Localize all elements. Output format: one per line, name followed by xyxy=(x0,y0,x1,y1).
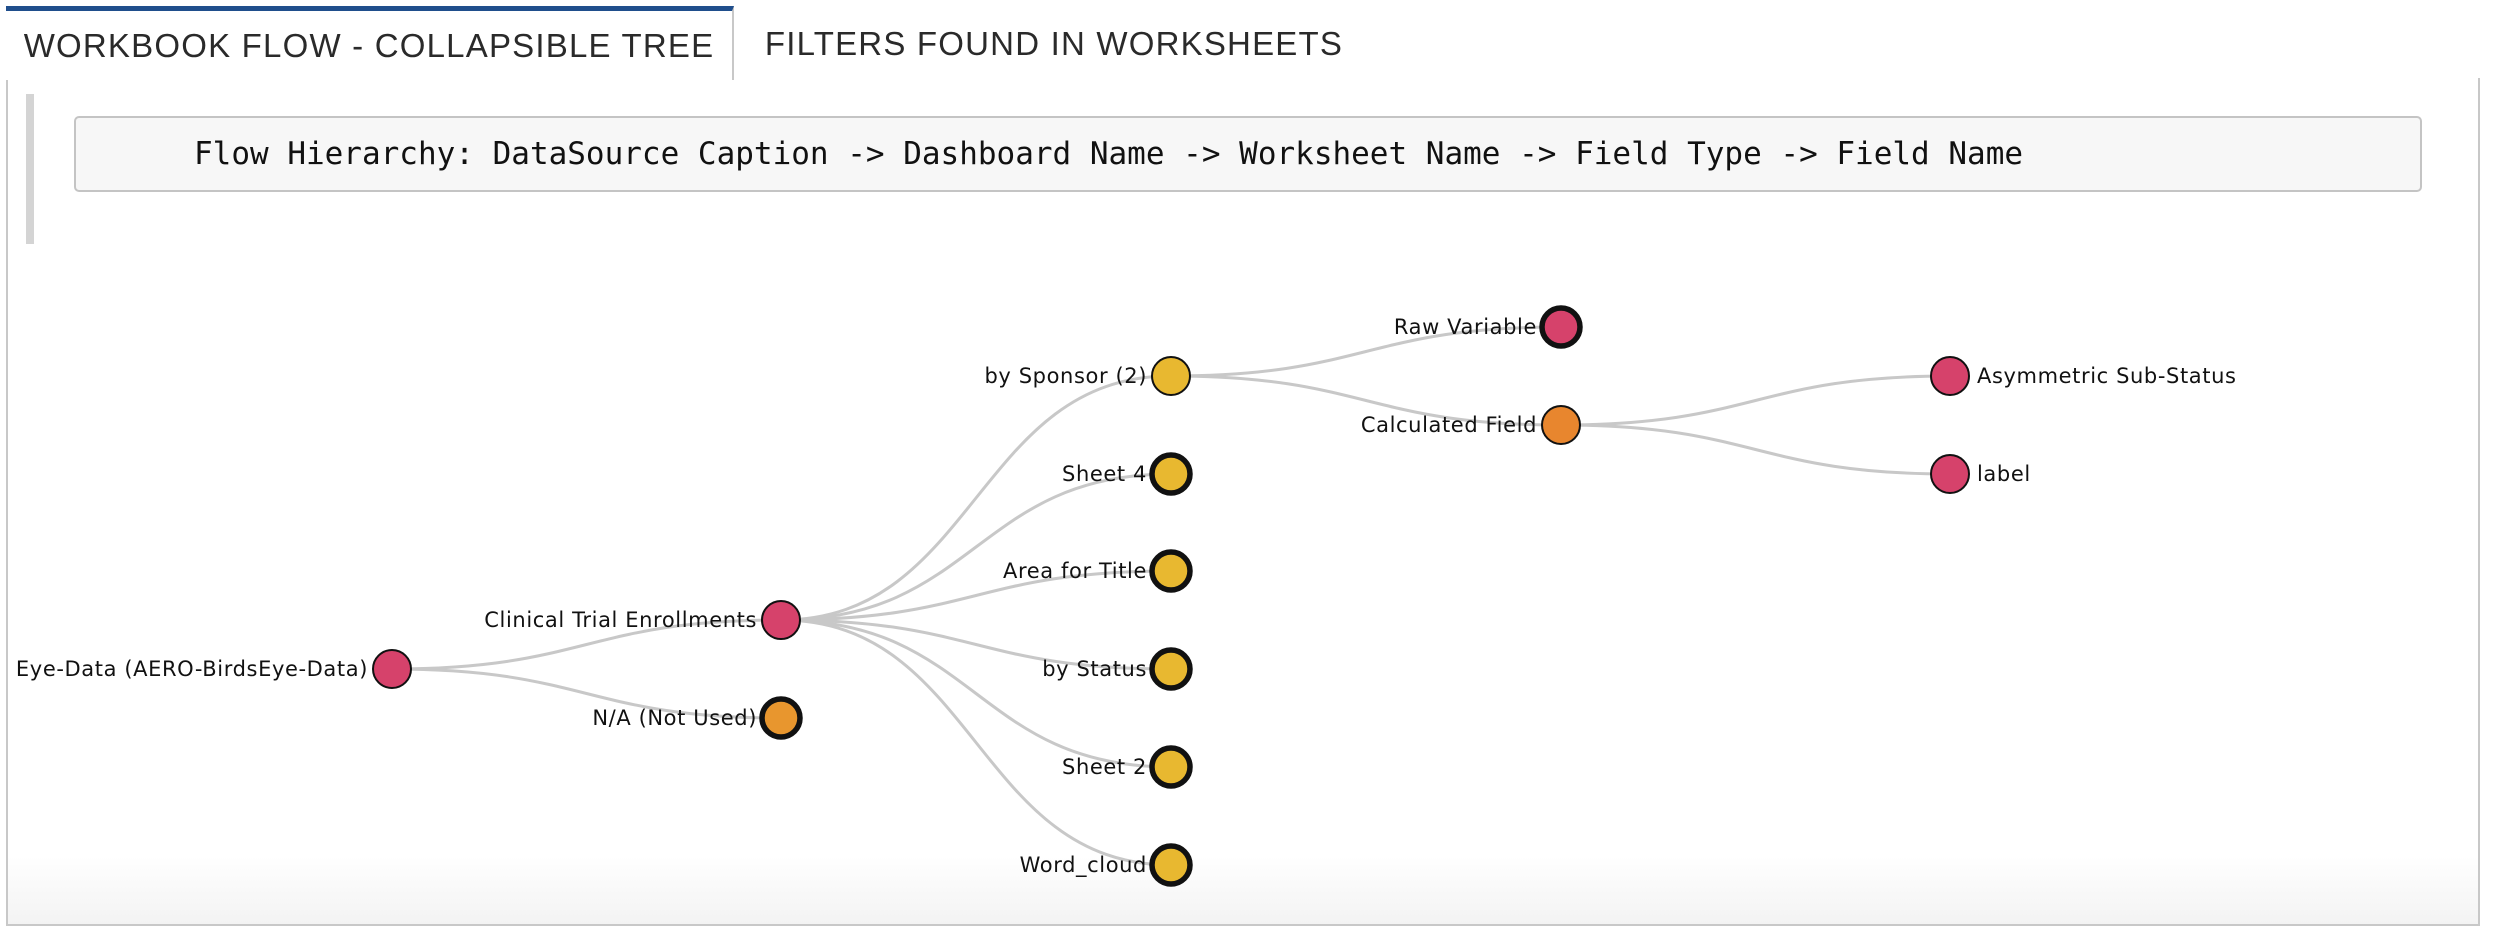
tree-node-label: Sheet 4 xyxy=(1062,462,1147,486)
tree-node-circle[interactable] xyxy=(1151,356,1191,396)
tree-node-circle[interactable] xyxy=(1149,843,1193,887)
tree-link-rawvar xyxy=(1170,325,1562,378)
tree-link-sheet2 xyxy=(780,618,1172,769)
tree-node-circle[interactable] xyxy=(1149,647,1193,691)
tree-node-wordcloud[interactable]: Word_cloud xyxy=(1020,843,1193,887)
tab-workbook-flow[interactable]: WORKBOOK FLOW - COLLAPSIBLE TREE xyxy=(6,6,734,80)
tree-node-label: Eye-Data (AERO-BirdsEye-Data) xyxy=(16,657,368,681)
tree-node-asym[interactable]: Asymmetric Sub-Status xyxy=(1930,356,2237,396)
tree-node-sheet2[interactable]: Sheet 2 xyxy=(1062,745,1193,789)
tree-node-circle[interactable] xyxy=(1930,454,1970,494)
tree-link-calc xyxy=(1170,374,1562,427)
tree-node-circle[interactable] xyxy=(1539,305,1583,349)
flow-hierarchy-text: Flow Hierarchy: DataSource Caption -> Da… xyxy=(74,116,2422,192)
tree-node-label: Asymmetric Sub-Status xyxy=(1977,364,2237,388)
tab-filters-found[interactable]: FILTERS FOUND IN WORKSHEETS xyxy=(764,25,1344,62)
tree-node-label: by Sponsor (2) xyxy=(985,364,1148,388)
tree-node-circle[interactable] xyxy=(1930,356,1970,396)
tree-node-calc[interactable]: Calculated Field xyxy=(1361,405,1581,445)
tree-node-circle[interactable] xyxy=(1149,549,1193,593)
tree-node-label: Clinical Trial Enrollments xyxy=(484,608,757,632)
tree-node-na[interactable]: N/A (Not Used) xyxy=(592,696,803,740)
tree-node-circle[interactable] xyxy=(1149,745,1193,789)
tree-link-cte xyxy=(391,618,782,671)
tree-node-circle[interactable] xyxy=(372,649,412,689)
tree-node-label: N/A (Not Used) xyxy=(592,706,757,730)
tree-link-status xyxy=(780,618,1172,671)
tree-link-sheet4 xyxy=(780,472,1172,622)
tree-node-label: by Status xyxy=(1042,657,1147,681)
tree-link-na xyxy=(391,667,782,720)
tree-node-label: label xyxy=(1977,462,2031,486)
tree-node-rawvar[interactable]: Raw Variable xyxy=(1394,305,1583,349)
tree-node-circle[interactable] xyxy=(761,600,801,640)
tree-link-labelnode xyxy=(1560,423,1951,476)
tab-bar: WORKBOOK FLOW - COLLAPSIBLE TREE FILTERS… xyxy=(6,6,2480,80)
tree-node-sponsor[interactable]: by Sponsor (2) xyxy=(985,356,1191,396)
tree-node-circle[interactable] xyxy=(1149,452,1193,496)
tree-node-sheet4[interactable]: Sheet 4 xyxy=(1062,452,1193,496)
tree-link-asym xyxy=(1560,374,1951,427)
tree-link-wordcloud xyxy=(780,618,1172,867)
tree-node-label: Calculated Field xyxy=(1361,413,1537,437)
tree-node-label: Raw Variable xyxy=(1394,315,1537,339)
blockquote-bar xyxy=(26,94,34,244)
tree-node-labelnode[interactable]: label xyxy=(1930,454,2031,494)
tab-content-panel: Flow Hierarchy: DataSource Caption -> Da… xyxy=(6,78,2480,926)
tree-node-circle[interactable] xyxy=(759,696,803,740)
tree-node-ds[interactable]: Eye-Data (AERO-BirdsEye-Data) xyxy=(16,649,412,689)
tree-node-cte[interactable]: Clinical Trial Enrollments xyxy=(484,600,801,640)
tree-link-sponsor xyxy=(780,374,1172,622)
tree-node-area[interactable]: Area for Title xyxy=(1003,549,1193,593)
tree-node-circle[interactable] xyxy=(1541,405,1581,445)
tree-node-label: Word_cloud xyxy=(1020,853,1147,878)
tree-node-status[interactable]: by Status xyxy=(1042,647,1193,691)
tree-link-area xyxy=(780,569,1172,622)
tree-node-label: Area for Title xyxy=(1003,559,1147,583)
tree-node-label: Sheet 2 xyxy=(1062,755,1147,779)
